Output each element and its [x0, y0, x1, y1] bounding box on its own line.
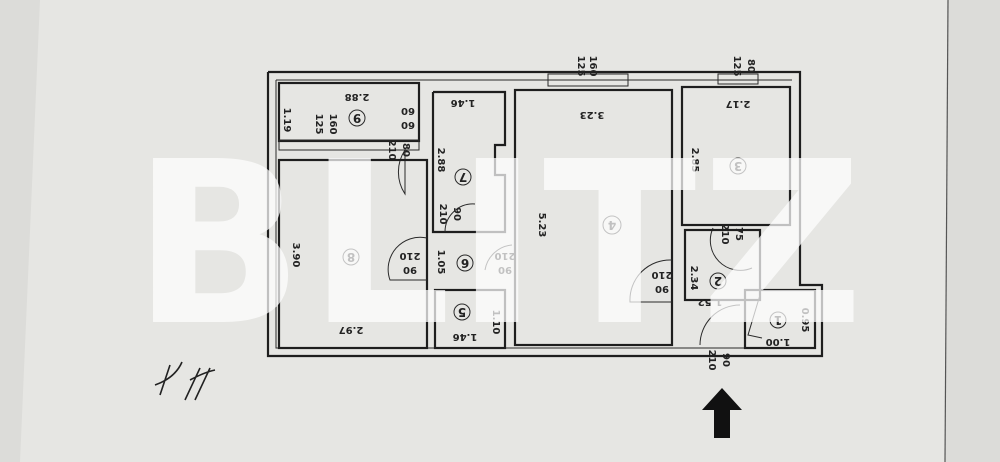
- room-number: 1: [774, 313, 782, 327]
- door-swing: [484, 244, 513, 271]
- room-number: 7: [459, 170, 467, 184]
- dimension: 2.97: [339, 324, 364, 335]
- watermark: BLITZ: [132, 114, 867, 376]
- entrance-door: 90 210: [699, 304, 741, 371]
- door-swing: [699, 304, 741, 346]
- door-swing: [747, 294, 763, 339]
- signature: [154, 361, 216, 401]
- dimension: 5.23: [536, 213, 547, 238]
- window-width: 160: [327, 114, 338, 135]
- dimension: 1.10: [490, 310, 501, 335]
- dimension: 2.34: [688, 266, 699, 291]
- dimension: 2.88: [435, 148, 446, 173]
- dimension: 3.23: [580, 109, 605, 120]
- outer-walls: [266, 70, 824, 358]
- dimension: 2.85: [689, 148, 700, 173]
- door-height: 210: [437, 204, 448, 225]
- room-number: 4: [608, 218, 616, 232]
- door-swing: [629, 259, 673, 303]
- room-3: 80 125 3 2.17 2.85 75 210: [680, 56, 792, 271]
- door-height: 210: [386, 140, 397, 161]
- window-width: 160: [587, 56, 598, 77]
- door-height: 210: [400, 250, 421, 261]
- window-width: 80: [745, 59, 756, 73]
- room-number: 6: [461, 256, 469, 270]
- door-width: 75: [733, 227, 744, 241]
- arrow-up-icon: [702, 388, 742, 438]
- room-1: 1 0.95 1.00: [743, 288, 817, 350]
- room-2: 2 2.34 1.52: [683, 228, 762, 307]
- door-width: 90: [498, 264, 512, 275]
- door-height: 210: [495, 250, 516, 261]
- door-swing: [387, 236, 428, 281]
- dimension: 0.95: [799, 308, 810, 333]
- door-swing: [444, 203, 476, 233]
- dimension: 2.17: [726, 98, 751, 109]
- room-7: 7 1.46 2.88 90 210: [431, 90, 507, 234]
- door-width: 90: [720, 353, 731, 367]
- dimension: 1.00: [766, 336, 791, 347]
- room-number: 9: [353, 111, 361, 125]
- room-5: 5 1.46 1.10: [433, 288, 507, 350]
- door-height: 210: [719, 224, 730, 245]
- window-height: 125: [575, 56, 586, 77]
- window-height: 125: [313, 114, 324, 135]
- room-number: 2: [714, 274, 722, 288]
- door-height: 210: [652, 269, 673, 280]
- dimension: 2.88: [345, 91, 370, 102]
- room-number: 8: [347, 250, 355, 264]
- dimension: 1.05: [435, 250, 446, 275]
- door-width: 90: [403, 264, 417, 275]
- door-height: 210: [706, 350, 717, 371]
- room-number: 5: [458, 305, 466, 319]
- door-width: 90: [655, 283, 669, 294]
- door-swing: [709, 227, 753, 271]
- dimension: 1.46: [453, 331, 478, 342]
- vent-height: 60: [401, 105, 415, 116]
- dimension: 1.19: [281, 108, 292, 133]
- dimension: 1.46: [451, 97, 476, 108]
- window-height: 125: [731, 56, 742, 77]
- room-number: 3: [734, 159, 742, 173]
- paper-edge: [944, 0, 949, 462]
- dimension: 3.90: [290, 243, 301, 268]
- room-9: 9 2.88 1.19 160 125 60 60 80 210: [277, 81, 421, 196]
- vent-width: 60: [401, 119, 415, 130]
- door-swing: [397, 149, 406, 196]
- room-8: 8 3.90 2.97 90 210: [277, 158, 429, 350]
- room-6: 6 1.05 90 210: [435, 244, 516, 275]
- dimension: 1.52: [698, 296, 723, 307]
- room-4: 160 125 4 3.23 5.23 90 210: [513, 56, 674, 347]
- door-width: 90: [451, 207, 462, 221]
